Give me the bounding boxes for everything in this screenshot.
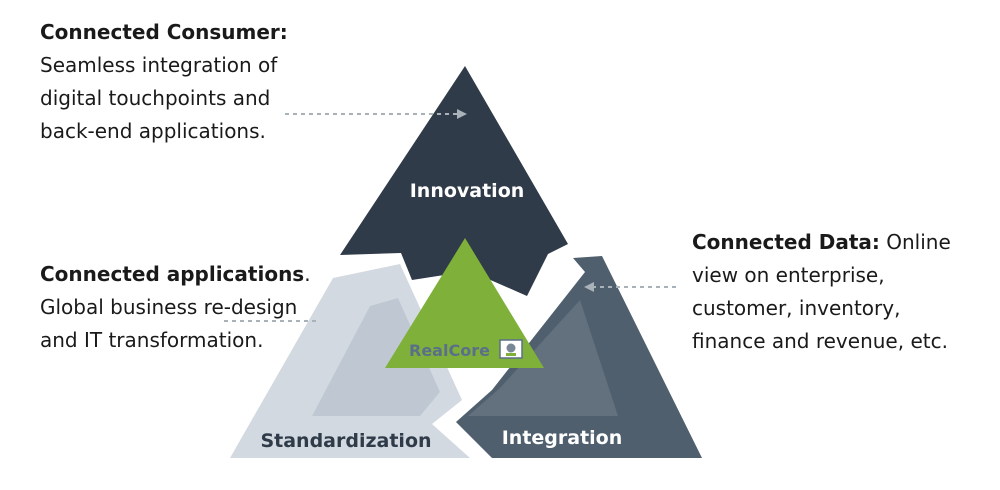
connected-data-callout: Connected Data: Online view on enterpris… — [692, 226, 951, 358]
connected-data-heading-suffix: Online — [879, 230, 951, 254]
data-arrowhead — [584, 282, 594, 292]
connected-consumer-callout: Connected Consumer: Seamless integration… — [40, 16, 288, 148]
innovation-segment — [340, 66, 568, 296]
connected-data-heading: Connected Data: — [692, 230, 880, 254]
consumer-arrowhead — [457, 109, 467, 119]
standardization-label: Standardization — [260, 430, 431, 452]
connected-consumer-heading: Connected Consumer: — [40, 20, 288, 44]
connected-applications-line: and IT transformation. — [40, 328, 264, 352]
connected-applications-line: Global business re-design — [40, 295, 298, 319]
integration-inner-shade — [468, 300, 618, 416]
connected-consumer-line: Seamless integration of — [40, 53, 278, 77]
center-logo-triangle — [385, 238, 544, 368]
connected-applications-callout: Connected applications. Global business … — [40, 258, 311, 357]
connected-applications-heading-row: Connected applications. — [40, 258, 311, 291]
innovation-label: Innovation — [410, 180, 525, 202]
connected-data-line: customer, inventory, — [692, 296, 901, 320]
connected-data-heading-row: Connected Data: Online — [692, 226, 951, 259]
connected-data-line: view on enterprise, — [692, 263, 885, 287]
realcore-logo-text: RealCore — [409, 341, 490, 360]
connected-consumer-line: digital touchpoints and — [40, 86, 271, 110]
realcore-logo-icon — [499, 339, 523, 359]
connected-applications-heading-suffix: . — [304, 262, 311, 286]
connected-consumer-line: back-end applications. — [40, 119, 266, 143]
standardization-inner-shade — [312, 298, 440, 416]
integration-label: Integration — [502, 427, 623, 449]
connected-applications-heading: Connected applications — [40, 262, 305, 286]
connected-data-line: finance and revenue, etc. — [692, 329, 948, 353]
